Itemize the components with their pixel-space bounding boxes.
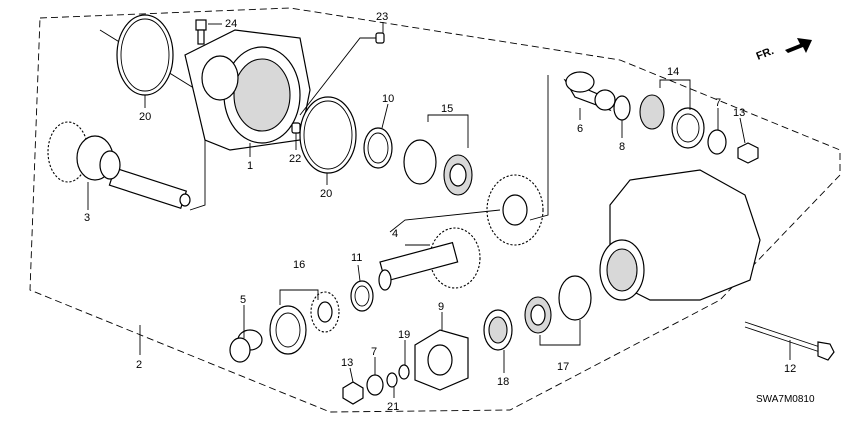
part-8-washer	[613, 95, 631, 121]
part-4-ring-gear	[486, 174, 544, 246]
callout-8: 8	[619, 141, 625, 153]
callout-20-middle: 20	[320, 188, 332, 200]
callout-14: 14	[667, 66, 679, 78]
callout-7-bottom: 7	[371, 346, 377, 358]
part-22-pin	[291, 122, 301, 134]
part-7-washer-right	[707, 129, 727, 155]
part-16-bearing	[269, 291, 340, 355]
part-5-collar	[229, 329, 263, 363]
bracket-17	[539, 320, 581, 346]
front-arrow: FR.	[755, 38, 812, 63]
callout-15: 15	[441, 103, 453, 115]
assembly-boundary	[29, 7, 841, 413]
callout-3: 3	[84, 212, 90, 224]
part-23-pin	[375, 32, 385, 44]
part-24-bolt	[195, 19, 207, 45]
callout-16: 16	[293, 259, 305, 271]
front-arrow-icon	[785, 38, 812, 53]
part-17-bearing	[524, 275, 592, 334]
leader-lines	[87, 22, 791, 398]
callout-10: 10	[382, 93, 394, 105]
callout-21: 21	[387, 401, 399, 413]
callout-labels: 24 23 20 1 22 20 10 15 3 4 6 8 14 7 13 1…	[84, 11, 796, 413]
part-14-bearing	[639, 94, 705, 149]
bracket-4-6	[529, 75, 549, 221]
leader-4a	[389, 209, 501, 233]
callout-7-right: 7	[715, 97, 721, 109]
part-12-bolt	[744, 321, 835, 361]
part-20-oring-middle	[299, 96, 357, 174]
bracket-15	[427, 114, 469, 148]
front-indicator-label: FR.	[755, 45, 776, 63]
callout-18: 18	[497, 376, 509, 388]
callout-4: 4	[392, 228, 398, 240]
callout-9: 9	[438, 301, 444, 313]
callout-12: 12	[784, 363, 796, 375]
callout-6: 6	[577, 123, 583, 135]
part-3-shaft	[47, 121, 191, 210]
part-7-washer-bottom	[366, 374, 384, 396]
callout-1: 1	[247, 160, 253, 172]
callout-23: 23	[376, 11, 388, 23]
callout-2: 2	[136, 359, 142, 371]
callout-19: 19	[398, 329, 410, 341]
part-4-pinion-gear	[378, 227, 481, 291]
part-9-flange	[414, 329, 469, 391]
part-20-oring-left	[116, 14, 174, 96]
part-1-housing	[184, 29, 311, 151]
bracket-16	[279, 289, 319, 305]
part-19-washer	[398, 364, 410, 380]
callout-24: 24	[225, 18, 237, 30]
transfer-case	[599, 169, 761, 301]
diagram-code: SWA7M0810	[756, 394, 815, 405]
callout-20-left: 20	[139, 111, 151, 123]
part-15-bearing	[403, 139, 473, 196]
callout-13-right: 13	[733, 107, 745, 119]
part-13-nut-bottom	[342, 381, 364, 405]
callout-11: 11	[351, 252, 362, 264]
callout-22: 22	[289, 153, 301, 165]
callout-5: 5	[240, 294, 246, 306]
part-13-nut-right	[737, 142, 759, 164]
part-6-sleeve	[563, 71, 616, 112]
callout-13-bottom: 13	[341, 357, 353, 369]
part-21-washer	[386, 372, 398, 388]
leader-23	[299, 37, 376, 116]
bracket-14	[659, 79, 691, 110]
callout-17: 17	[557, 361, 569, 373]
part-11-ring	[350, 280, 374, 312]
